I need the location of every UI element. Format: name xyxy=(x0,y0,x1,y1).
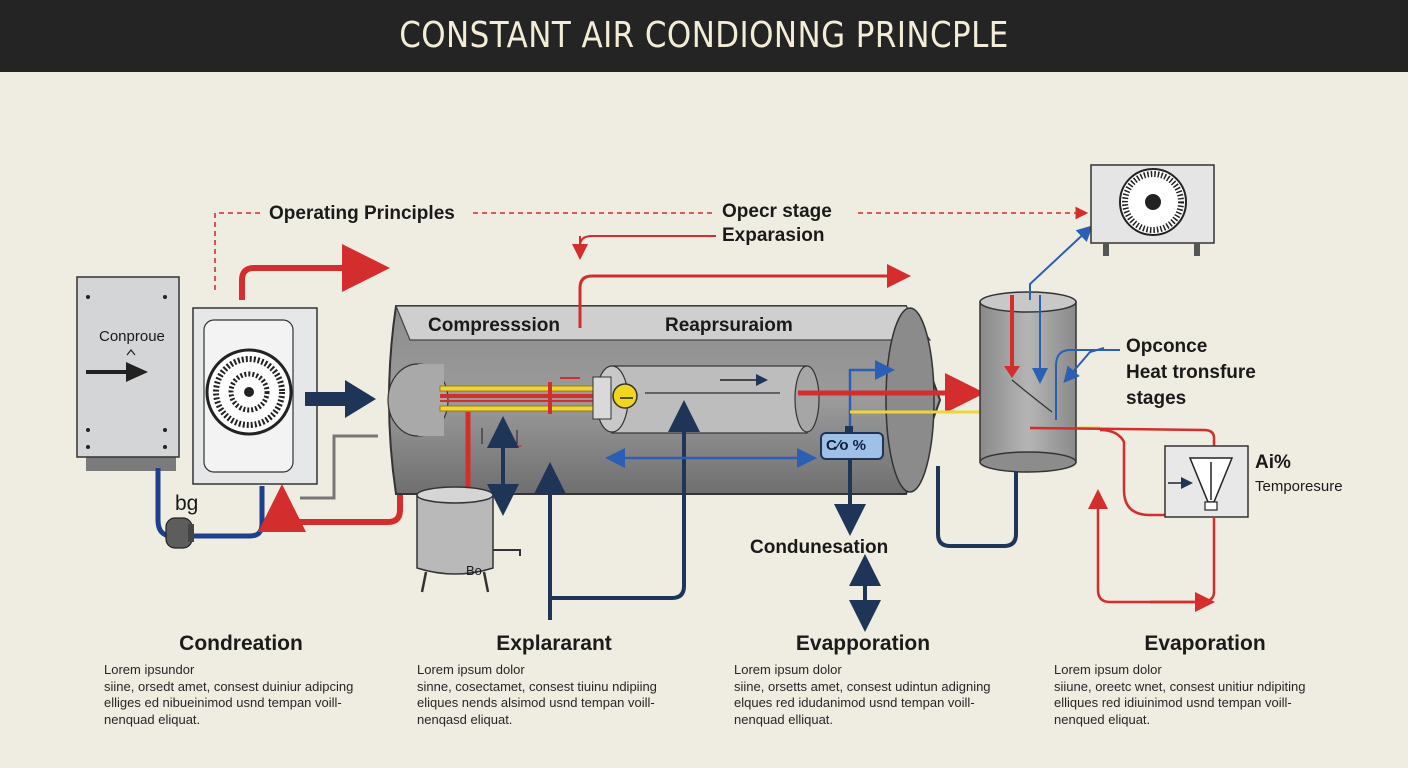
pressure-gauge xyxy=(820,426,884,460)
separator-tank xyxy=(416,486,521,593)
gauge-readout: C⁄o % xyxy=(826,437,867,454)
label-conproue: Conproue xyxy=(99,328,165,345)
air-filter-box xyxy=(1164,445,1249,518)
section-title-explararant: Explararant xyxy=(496,632,612,655)
section-title-evaporation: Evaporation xyxy=(1144,632,1266,655)
label-air: Ai% xyxy=(1255,452,1291,473)
outdoor-unit xyxy=(1090,164,1215,256)
label-exparasion: Exparasion xyxy=(722,225,825,246)
label-bo: Bo xyxy=(466,563,482,578)
section-title-evapporation: Evapporation xyxy=(795,632,931,655)
main-tube xyxy=(387,305,942,495)
dashed-guides xyxy=(214,206,1089,290)
label-opecr-stage: Opecr stage xyxy=(722,201,832,222)
red-flow-right xyxy=(1029,426,1216,612)
ac-cycle-diagram xyxy=(76,164,1249,632)
title-bar xyxy=(0,0,1408,72)
section-body-evapporation: Lorem ipsum dolor siine, orsetts amet, c… xyxy=(734,662,991,727)
navy-flows xyxy=(487,400,1032,632)
label-operating-principles: Operating Principles xyxy=(269,203,455,224)
blue-flow-tube xyxy=(605,360,895,468)
condenser-cabinet xyxy=(76,276,180,471)
section-title-condreation: Condreation xyxy=(179,632,303,655)
label-bg: bg xyxy=(175,492,199,515)
label-heat-transfer: Heat tronsfure xyxy=(1126,362,1256,383)
red-flow-center xyxy=(572,235,985,413)
section-body-evaporation: Lorem ipsum dolor siiune, oreetc wnet, c… xyxy=(1054,662,1306,727)
evaporator-cylinder xyxy=(979,291,1077,473)
section-body-condreation: Lorem ipsundor siine, orsedt amet, conse… xyxy=(104,662,354,727)
section-body-explararant: Lorem ipsum dolor sinne, cosectamet, con… xyxy=(417,662,657,727)
label-opconce: Opconce xyxy=(1126,336,1208,357)
label-condunesation: Condunesation xyxy=(750,537,889,558)
airflow-arrow xyxy=(305,380,376,418)
label-temperature: Temporesure xyxy=(1255,478,1343,495)
red-flow-fan xyxy=(239,244,403,532)
fan-unit xyxy=(192,307,318,485)
page-title: CONSTANT AIR CONDIONNG PRINCPLE xyxy=(399,15,1009,56)
label-reaprsuraiom: Reaprsuraiom xyxy=(665,315,793,336)
label-compresssion: Compresssion xyxy=(428,315,560,336)
label-stages: stages xyxy=(1126,388,1187,409)
blue-flow-right xyxy=(1029,225,1120,420)
